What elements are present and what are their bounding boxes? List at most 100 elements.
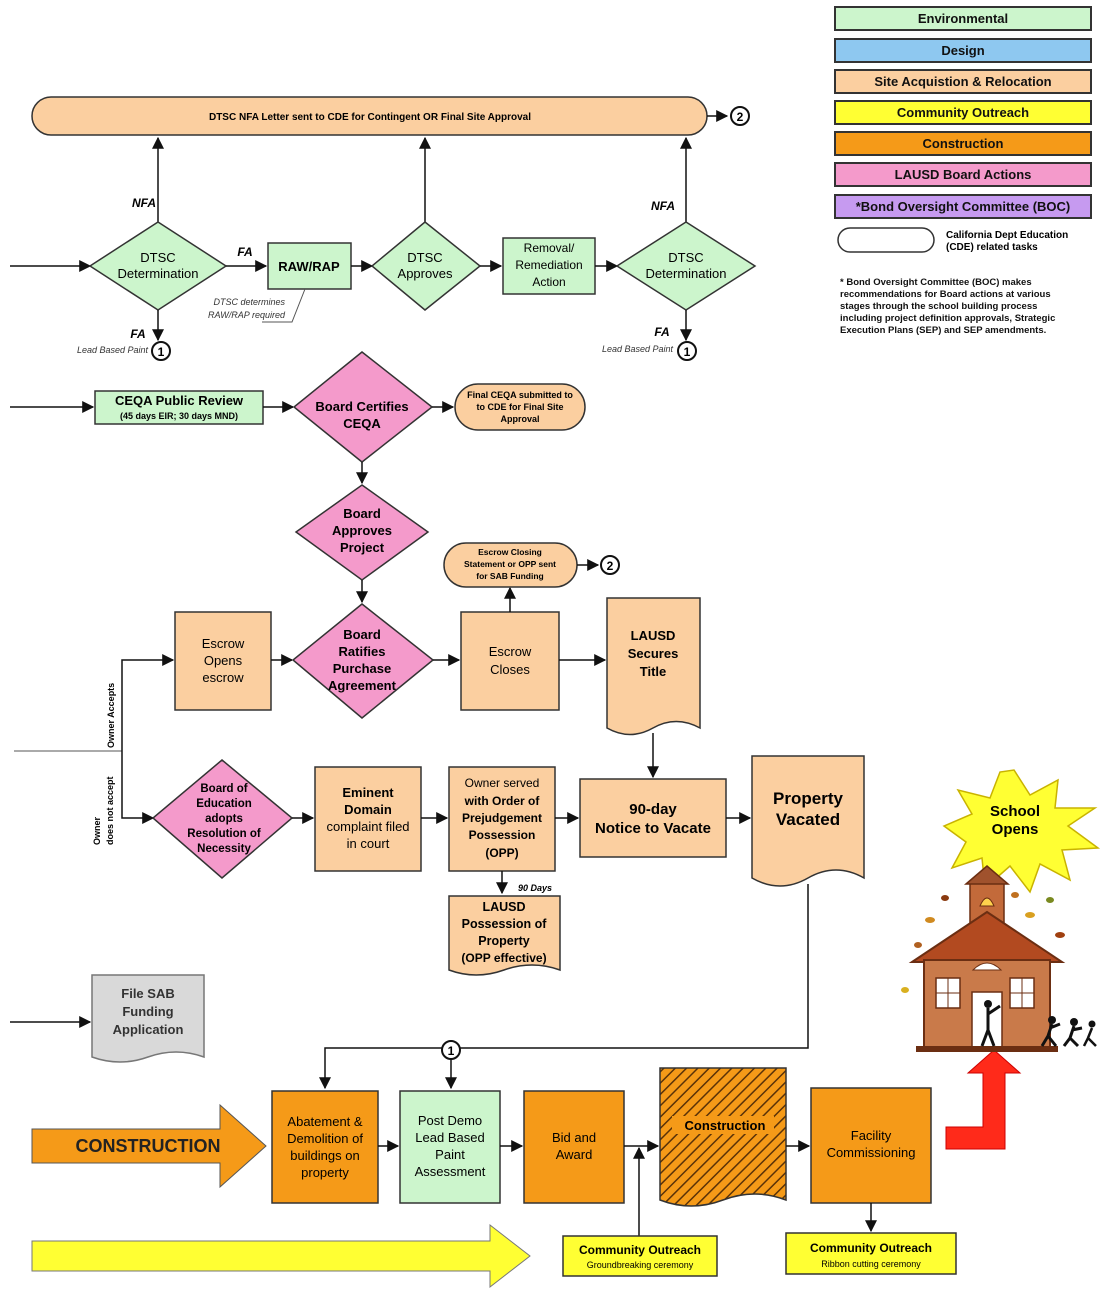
resolution-line: adopts [205, 813, 243, 825]
construction-arrow [31, 1103, 267, 1189]
community-outreach-arrow [31, 1223, 531, 1289]
removal-line: Remediation [515, 258, 582, 272]
legend-construction: Construction [834, 131, 1092, 156]
opp-served-line: Owner served [465, 776, 540, 790]
outreach-ribbon-title: Community Outreach [810, 1241, 932, 1255]
owner-not-accept-line: does not accept [105, 776, 115, 845]
abatement-line: buildings on [290, 1148, 359, 1163]
school-opens-burst [942, 769, 1101, 894]
arrow [319, 884, 809, 1090]
connector-1-label: 1 [684, 345, 691, 359]
construction-label-bg [672, 1116, 774, 1134]
dtsc-approves-line: Approves [398, 266, 453, 281]
legend-cde-swatch [837, 227, 935, 253]
resolution-line: Resolution of [187, 828, 261, 840]
arrow [121, 654, 175, 751]
final-ceqa-line: to CDE for Final Site [476, 402, 563, 412]
outreach-ribbon-cutting [785, 1232, 957, 1275]
resolution-line: Necessity [197, 843, 251, 855]
arrow [121, 751, 155, 824]
dtsc-determination-1-line: Determination [118, 266, 199, 281]
property-vacated-line: Property [773, 789, 843, 808]
possession-line: (OPP effective) [461, 951, 546, 965]
abatement-line: Demolition of [287, 1131, 363, 1146]
removal-line: Action [532, 275, 565, 289]
outreach-ribbon-sub: Ribbon cutting ceremony [821, 1259, 921, 1269]
post-demo-line: Assessment [415, 1164, 486, 1179]
callout-line [262, 288, 306, 323]
fa-label: FA [130, 327, 145, 341]
board-certifies-line: Board Certifies [315, 399, 408, 414]
connector-2-label: 2 [737, 110, 744, 124]
post-demo-line: Lead Based [415, 1130, 484, 1145]
legend-note-line: * Bond Oversight Committee (BOC) makes [840, 277, 1032, 288]
owner-served-opp [448, 766, 556, 872]
escrow-opens-line: Opens [204, 653, 243, 668]
legend-note-line: Execution Plans (SEP) and SEP amendments… [840, 325, 1046, 336]
opp-served-line: with Order of [464, 794, 541, 808]
dtsc-nfa-letter-text: DTSC NFA Letter sent to CDE for Continge… [209, 112, 531, 123]
owner-not-accept-line: Owner [92, 816, 102, 845]
school-opens-line: School [990, 803, 1040, 820]
legend-note-line: including project definition approvals, … [840, 313, 1055, 324]
post-demo-line: Paint [435, 1147, 465, 1162]
notice-vacate-line: Notice to Vacate [595, 820, 711, 837]
possession-line: LAUSD [482, 900, 525, 914]
board-approves-line: Board [343, 506, 381, 521]
escrow-opens [174, 611, 272, 711]
legend-design-label: Design [941, 43, 985, 58]
connector-2 [730, 106, 750, 126]
legend-note-line: recommendations for Board actions at var… [840, 289, 1051, 300]
board-ratifies-line: Ratifies [339, 644, 386, 659]
legend-board-actions-label: LAUSD Board Actions [894, 167, 1032, 182]
escrow-closing-line: Escrow Closing [478, 547, 542, 557]
escrow-closes-line: Escrow [489, 644, 532, 659]
escrow-closes [460, 611, 560, 711]
dtsc-approves-line: DTSC [407, 250, 442, 265]
days-90-label: 90 Days [518, 883, 552, 893]
lead-paint-label: Lead Based Paint [602, 344, 674, 354]
school-opens-line: Opens [992, 821, 1039, 838]
commissioning-line: Facility [851, 1128, 892, 1143]
construction-arrow-label: CONSTRUCTION [76, 1136, 221, 1156]
legend-design: Design [834, 38, 1092, 63]
resolution-line: Board of [200, 783, 247, 795]
escrow-opens-line: Escrow [202, 636, 245, 651]
resolution-line: Education [196, 798, 252, 810]
legend-note-line: stages through the school building proce… [840, 301, 1037, 312]
legend-note: * Bond Oversight Committee (BOC) makes r… [840, 277, 1055, 336]
escrow-closing-line: Statement or OPP sent [464, 559, 556, 569]
connector-2 [600, 555, 620, 575]
ceqa-review-days: (45 days EIR; 30 days MND) [120, 411, 238, 421]
possession-line: Property [478, 934, 529, 948]
escrow-closes-line: Closes [490, 662, 530, 677]
legend-community-outreach-label: Community Outreach [896, 105, 1030, 120]
board-approves-line: Approves [332, 523, 392, 538]
connector-1-label: 1 [158, 345, 165, 359]
outreach-groundbreaking [562, 1235, 718, 1277]
removal-remediation [502, 237, 596, 295]
legend-boc-label: *Bond Oversight Committee (BOC) [855, 199, 1071, 214]
eminent-domain-line: Eminent [342, 785, 394, 800]
property-vacated [751, 755, 865, 887]
schoolhouse-illustration [901, 865, 1097, 1052]
legend-construction-label: Construction [922, 136, 1004, 151]
legend-boc: *Bond Oversight Committee (BOC) [834, 194, 1092, 219]
notice-vacate-line: 90-day [629, 801, 677, 818]
connector-1-label: 1 [448, 1044, 455, 1058]
final-ceqa-submitted [454, 383, 586, 431]
final-ceqa-line: Approval [500, 414, 539, 424]
opp-served-line: (OPP) [485, 846, 518, 860]
removal-line: Removal/ [524, 241, 575, 255]
legend-environmental-label: Environmental [917, 11, 1009, 26]
abatement-demolition [271, 1090, 379, 1204]
dtsc-determination-2-line: DTSC [668, 250, 703, 265]
dtsc-approves [370, 221, 482, 311]
eminent-domain-line: in court [347, 836, 390, 851]
connector-1 [151, 341, 171, 361]
owner-accepts-label: Owner Accepts [106, 683, 116, 748]
raw-rap-note-line: RAW/RAP required [208, 310, 286, 320]
secures-title-line: Title [640, 664, 667, 679]
lausd-secures-title [606, 597, 701, 736]
sab-line: Funding [122, 1004, 173, 1019]
